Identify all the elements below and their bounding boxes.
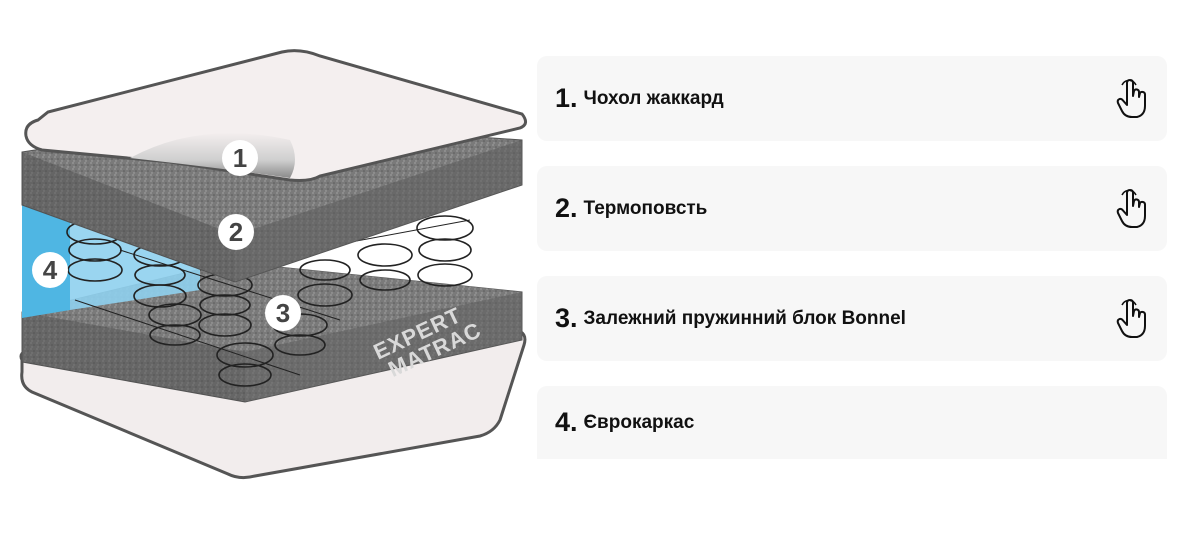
layer-badge-2: 2 <box>218 214 254 250</box>
pointer-hand-icon[interactable] <box>1115 298 1149 339</box>
layer-item-number: 4. <box>555 407 578 437</box>
layer-item-number: 1. <box>555 83 578 113</box>
pointer-hand-icon[interactable] <box>1115 188 1149 229</box>
mattress-illustration: EXPERT MATRAC 1 2 3 4 <box>0 0 540 546</box>
layer-item-label: Чохол жаккард <box>583 87 724 109</box>
layer-item-felt[interactable]: 2. Термоповсть <box>537 166 1167 251</box>
layer-item-label: Термоповсть <box>583 197 708 219</box>
svg-text:3: 3 <box>276 298 290 328</box>
pointer-hand-icon[interactable] <box>1115 78 1149 119</box>
layer-list: 1. Чохол жаккард 2. Термоповсть 3. Залеж… <box>537 56 1167 484</box>
layer-badge-4: 4 <box>32 252 68 288</box>
svg-text:1: 1 <box>233 143 247 173</box>
layer-badge-1: 1 <box>222 140 258 176</box>
layer-item-label: Єврокаркас <box>583 411 695 433</box>
layer-item-spring-block[interactable]: 3. Залежний пружинний блок Bonnel <box>537 276 1167 361</box>
layer-item-number: 3. <box>555 303 578 333</box>
layer-item-cover[interactable]: 1. Чохол жаккард <box>537 56 1167 141</box>
svg-text:4: 4 <box>43 255 58 285</box>
layer-badge-3: 3 <box>265 295 301 331</box>
layer-item-frame: 4. Єврокаркас <box>537 386 1167 459</box>
svg-text:2: 2 <box>229 217 243 247</box>
layer-item-label: Залежний пружинний блок Bonnel <box>583 307 906 329</box>
layer-item-number: 2. <box>555 193 578 223</box>
